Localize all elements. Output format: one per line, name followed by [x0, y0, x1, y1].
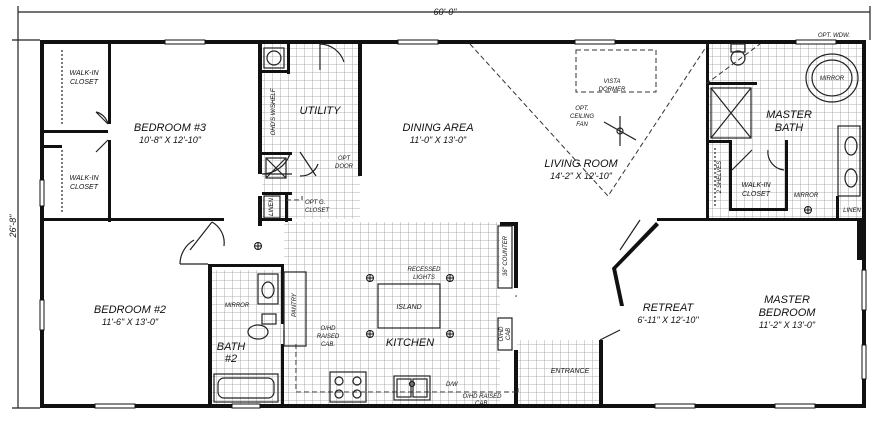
walkin-closet-label-1a: WALK-IN [69, 70, 99, 77]
kitchen-name: KITCHEN [386, 337, 434, 349]
living-size: 14'-2" X 12'-10" [550, 171, 613, 181]
retreat-size: 6'-11" X 12'-10" [637, 315, 699, 325]
bath2-name-1: BATH [217, 341, 246, 353]
ohd-cab-right-label-a: O/HD [499, 326, 505, 342]
two-shelves-label: 2 SHELVES [717, 161, 723, 194]
bedroom2-name: BEDROOM #2 [94, 304, 166, 316]
master-bath-name-1: MASTER [766, 109, 812, 121]
vista-dormer-label-b: DORMER [599, 87, 626, 93]
dw-label: D/W [446, 382, 459, 388]
utility-name: UTILITY [300, 105, 342, 117]
ceiling-fan-label-b: CEILING [570, 114, 594, 120]
ohd-raised-label-b: RAISED [317, 334, 340, 340]
overall-depth-dimension: 26'-8" [8, 214, 18, 239]
ohd-raised-label-c: CAB. [321, 342, 335, 348]
opt-g-closet-label-b: CLOSET [305, 208, 330, 214]
retreat-name: RETREAT [643, 302, 695, 314]
ohd-cab-right-label-b: CAB [506, 328, 512, 340]
entrance-name: ENTRANCE [551, 368, 590, 375]
walkin-closet-label-3b: CLOSET [742, 191, 771, 198]
walkin-closet-label-2a: WALK-IN [69, 175, 99, 182]
counter-label: 36" COUNTER [503, 235, 509, 276]
bedroom3-size: 10'-8" X 12'-10" [139, 135, 202, 145]
linen-utility-label: LINEN [269, 197, 275, 215]
walkin-closet-label-3a: WALK-IN [741, 182, 771, 189]
master-mirror2-label: MIRROR [794, 193, 819, 199]
master-bath-name-2: BATH [775, 122, 804, 134]
ohd-shelf-label: OHD'S W/SHELF [271, 88, 277, 135]
opt-door-label-a: OPT [338, 156, 352, 162]
walkin-closet-label-2b: CLOSET [70, 184, 99, 191]
master-mirror-label: MIRROR [820, 76, 845, 82]
vista-dormer-label-a: VISTA [604, 79, 621, 85]
opt-window-label: OPT. WDW. [818, 33, 850, 39]
master-bedroom-name-1: MASTER [764, 294, 810, 306]
ohd-raised-bottom-label-b: CAB. [475, 401, 489, 407]
master-bedroom-size: 11'-2" X 13'-0" [759, 320, 816, 330]
dining-size: 11'-0" X 13'-0" [410, 135, 467, 145]
master-bedroom-name-2: BEDROOM [759, 307, 817, 319]
dining-name: DINING AREA [402, 122, 473, 134]
living-name: LIVING ROOM [544, 158, 618, 170]
pantry-label: PANTRY [292, 292, 298, 317]
ceiling-fan-label-a: OPT. [575, 106, 589, 112]
bedroom2-size: 11'-6" X 13'-0" [102, 317, 159, 327]
ceiling-fan-label-c: FAN [576, 122, 588, 128]
bedroom3-name: BEDROOM #3 [134, 122, 207, 134]
bath2-name-2: #2 [225, 353, 237, 365]
island-label: ISLAND [396, 304, 421, 311]
recessed-lights-label-a: RECESSED [407, 267, 441, 273]
tiled-floors [210, 43, 864, 404]
ohd-raised-label-a: O/HD [321, 326, 337, 332]
ohd-raised-bottom-label-a: O/HD RAISED [462, 394, 502, 400]
walkin-closet-label-1b: CLOSET [70, 79, 99, 86]
bath2-mirror-label: MIRROR [225, 303, 250, 309]
opt-g-closet-label-a: OPT G. [305, 200, 325, 206]
opt-door-label-b: DOOR [335, 164, 354, 170]
overall-width-dimension: 60'-0" [434, 7, 458, 17]
master-linen-label: LINEN [843, 208, 861, 214]
recessed-lights-label-b: LIGHTS [413, 275, 435, 281]
